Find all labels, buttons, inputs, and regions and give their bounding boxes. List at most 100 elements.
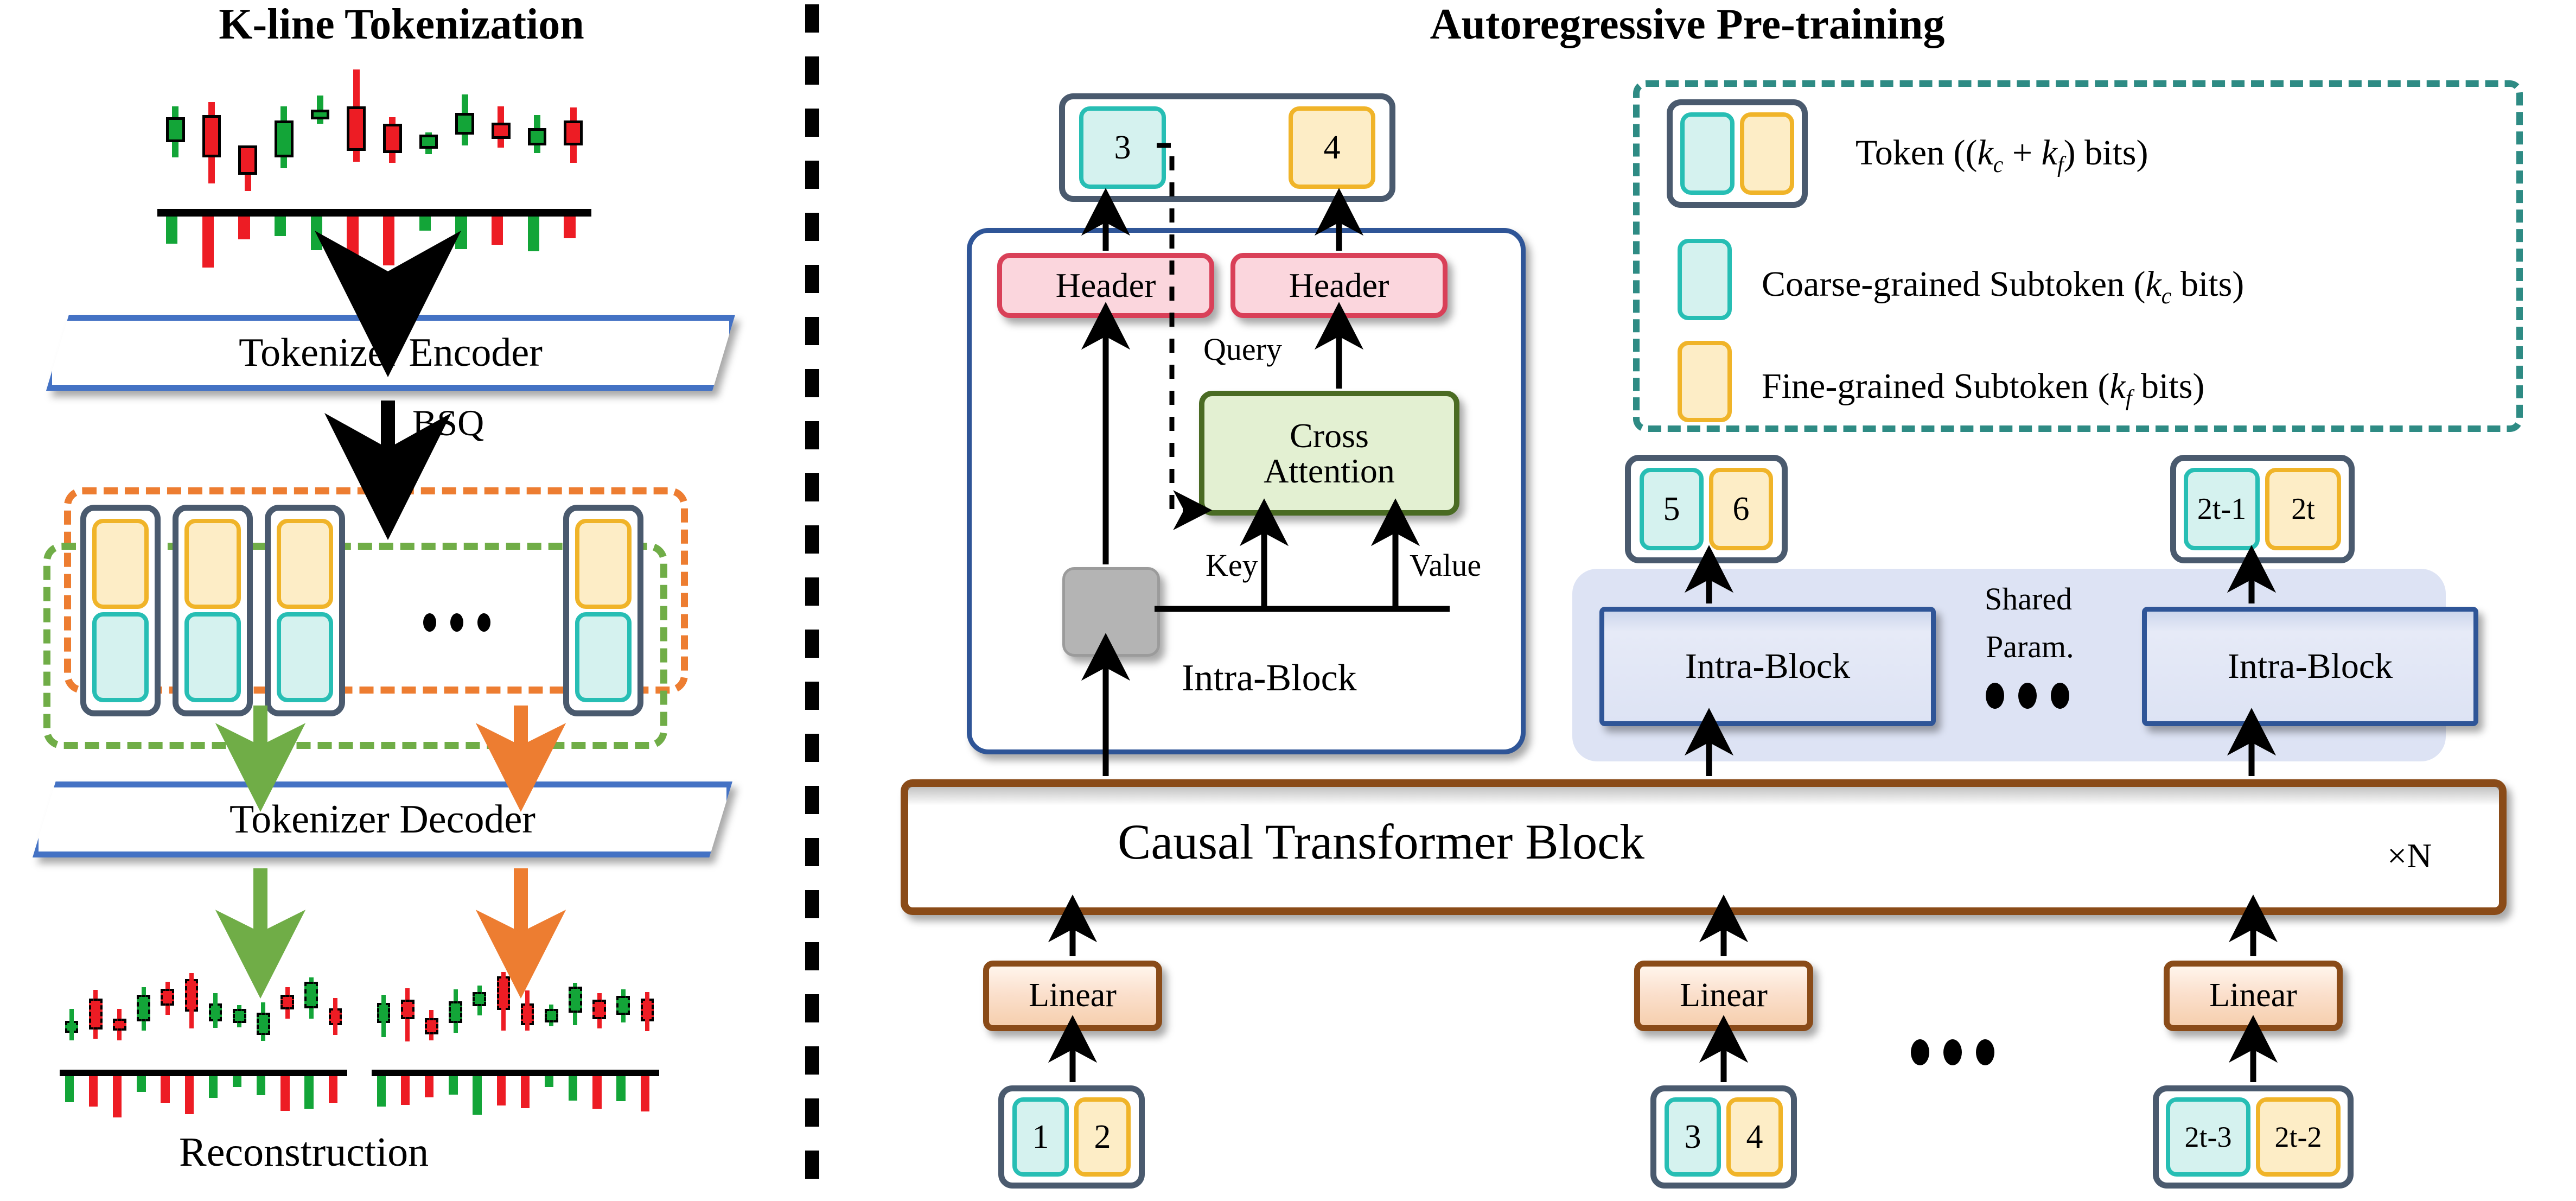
intra-block-detail-label: Intra-Block (1182, 657, 1357, 699)
output-token-2t-fine: 2t (2265, 468, 2341, 550)
volume-bar (377, 1075, 386, 1107)
candle (257, 963, 270, 1070)
detail-output-fine: 4 (1289, 106, 1375, 189)
volume-bar (400, 1075, 410, 1105)
candle (544, 963, 558, 1070)
volume-bar (208, 1075, 218, 1098)
candle-body (88, 998, 103, 1030)
bsq-token-coarse (575, 612, 632, 702)
chart-axis (372, 1070, 659, 1076)
volume-bar (275, 215, 286, 236)
bsq-token-coarse (92, 612, 149, 702)
volume-bar (544, 1075, 554, 1087)
volume-bar (137, 1075, 146, 1092)
bottom-row-ellipsis (1911, 1039, 1994, 1065)
output-token-56: 5 6 (1625, 455, 1788, 563)
candle-body (280, 994, 294, 1010)
candle (65, 963, 79, 1070)
shared-param-line2: Param. (1986, 629, 2074, 664)
volume-bar (184, 1075, 194, 1114)
tokenizer-decoder: Tokenizer Decoder (33, 781, 732, 857)
candle-body (449, 1001, 462, 1024)
input-token-34-fine: 4 (1726, 1097, 1783, 1177)
candle (592, 963, 606, 1070)
cross-attention-line2: Attention (1264, 452, 1395, 490)
candle (400, 963, 415, 1070)
input-token-12: 1 2 (998, 1085, 1145, 1189)
legend-fine-swatch (1678, 341, 1732, 422)
candle (473, 963, 487, 1070)
candle (492, 65, 511, 209)
candle-body (527, 128, 547, 145)
candle (564, 65, 583, 209)
intra-block-1: Intra-Block (1599, 607, 1936, 726)
input-token-34-coarse: 3 (1665, 1097, 1721, 1177)
tokenizer-encoder: Tokenizer Encoder (46, 315, 735, 391)
volume-bar (238, 215, 250, 239)
volume-bar (449, 1075, 458, 1095)
linear-3: Linear (2164, 961, 2343, 1031)
candle (275, 65, 294, 209)
candle (425, 963, 438, 1070)
volume-bar (65, 1075, 74, 1102)
volume-bar (232, 1075, 242, 1087)
candle-body (383, 124, 402, 153)
candle-body (238, 145, 257, 175)
detail-output-token: 3 4 (1059, 93, 1395, 202)
bsq-token-fine (92, 519, 149, 609)
volume-bar (310, 215, 323, 250)
candle (137, 963, 150, 1070)
bsq-token-fine (184, 519, 241, 609)
candle (419, 65, 438, 209)
candle-body (564, 120, 583, 145)
candle-body (569, 987, 582, 1013)
causal-transformer-block (901, 779, 2507, 915)
candle (328, 963, 342, 1070)
volume-bar (425, 1075, 434, 1097)
volume-bar (592, 1075, 602, 1109)
candle (449, 963, 462, 1070)
candle (383, 65, 402, 209)
repeat-count-label: ×N (2387, 836, 2432, 875)
legend-token-swatch (1667, 99, 1808, 208)
bsq-label: BSQ (412, 402, 484, 443)
query-label: Query (1203, 332, 1282, 367)
input-token-12-coarse: 1 (1012, 1097, 1069, 1177)
volume-bar (88, 1075, 98, 1107)
chart-axis (157, 209, 591, 217)
bsq-token-coarse (184, 612, 241, 702)
candle (377, 963, 391, 1070)
volume-bar (564, 215, 576, 238)
volume-bar (496, 1075, 506, 1106)
volume-bar (419, 215, 431, 231)
tokenizer-encoder-label: Tokenizer Encoder (239, 330, 543, 375)
candle-body (232, 1009, 246, 1024)
candle-body (455, 113, 474, 135)
volume-bar (280, 1075, 290, 1111)
candle (640, 963, 654, 1070)
volume-bar (383, 215, 395, 265)
output-token-2t: 2t-1 2t (2170, 455, 2355, 563)
bsq-token-fine (277, 519, 333, 609)
candle-body (377, 1003, 391, 1024)
reconstruction-label: Reconstruction (179, 1129, 429, 1175)
reconstruction-chart-right (372, 963, 659, 1121)
volume-bar (166, 215, 178, 244)
volume-bar (640, 1075, 649, 1112)
candle (232, 963, 246, 1070)
cross-attention-block: Cross Attention (1199, 391, 1459, 516)
bsq-token (265, 505, 345, 716)
legend-box (1633, 80, 2523, 432)
source-kline-chart (157, 65, 591, 282)
volume-bar (455, 215, 467, 249)
volume-bar (569, 1075, 578, 1101)
bsq-token (563, 505, 643, 716)
input-token-12-fine: 2 (1074, 1097, 1131, 1177)
candle-body (137, 994, 150, 1021)
input-token-2t-fine: 2t-2 (2256, 1097, 2341, 1177)
input-token-2t-coarse: 2t-3 (2166, 1097, 2250, 1177)
right-panel-title: Autoregressive Pre-training (1430, 1, 1945, 48)
candle (304, 963, 318, 1070)
output-token-56-coarse: 5 (1640, 468, 1704, 550)
candle-body (473, 992, 487, 1007)
